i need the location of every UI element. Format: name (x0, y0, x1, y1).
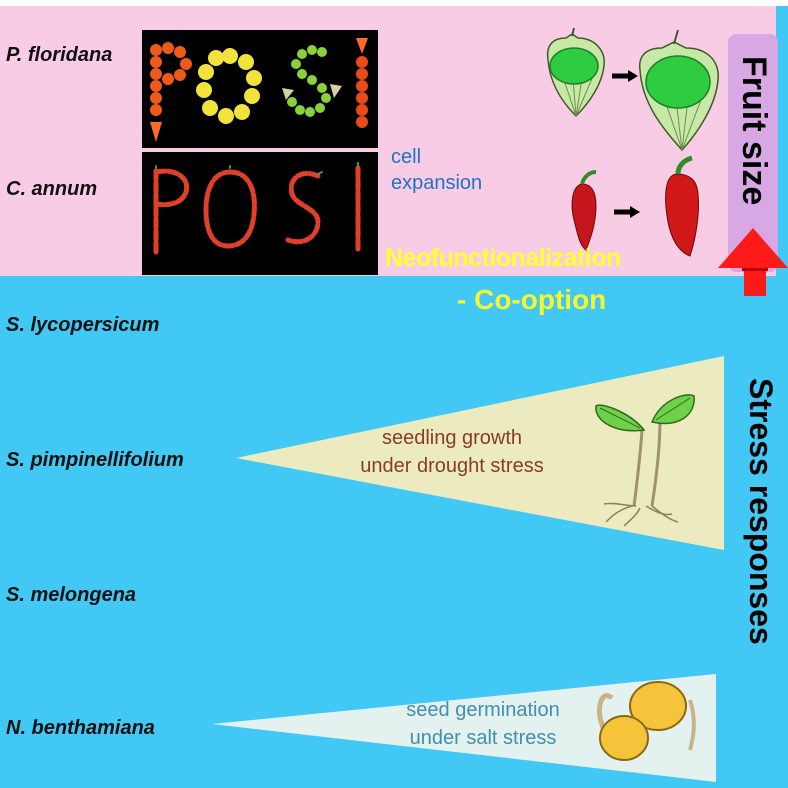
salt-line2: under salt stress (409, 727, 557, 749)
salt-triangle (212, 674, 716, 782)
drought-line2: under drought stress (360, 455, 544, 477)
up-arrow-icon (718, 228, 788, 296)
cooption-label: - Co-option (457, 284, 607, 315)
top-border (0, 0, 788, 6)
photo-pepper-posi (142, 152, 378, 275)
cell-expansion-line2: expansion (391, 172, 483, 194)
pepper-large (665, 155, 699, 257)
species-label-n-benthamiana: N. benthamiana (6, 717, 155, 739)
fruit-size-label: Fruit size (735, 56, 773, 206)
pepper-posi-letters (153, 162, 361, 255)
pepper-small (571, 170, 597, 251)
neofunctionalization-label: Neofunctionalization (385, 244, 621, 272)
stress-responses-label-wrap: Stress responses (740, 378, 788, 718)
drought-line1: seedling growth (381, 427, 523, 449)
physalis-fruit-large (638, 29, 719, 152)
drought-stress-text: seedling growth under drought stress (342, 424, 562, 480)
species-label-p-floridana: P. floridana (6, 44, 113, 66)
germinating-seed-icon (597, 681, 696, 761)
right-arrow-icon-2 (614, 206, 640, 218)
seedling-icon (595, 394, 695, 527)
fruit-size-bar (728, 34, 778, 272)
species-label-s-pimpinellifolium: S. pimpinellifolium (6, 449, 184, 471)
cell-expansion-label: cell expansion (391, 144, 482, 196)
salt-line1: seed germination (406, 699, 560, 721)
drought-triangle (236, 356, 724, 550)
salt-stress-text: seed germination under salt stress (378, 696, 588, 752)
species-label-c-annum: C. annum (6, 178, 98, 200)
right-arrow-icon (612, 70, 638, 82)
cell-expansion-line1: cell (391, 146, 422, 168)
fruit-size-label-wrap: Fruit size (730, 44, 778, 244)
physalis-posi-letters (150, 38, 368, 142)
species-label-s-melongena: S. melongena (6, 584, 137, 606)
physalis-fruit-small (546, 27, 605, 118)
stress-responses-label: Stress responses (743, 378, 779, 645)
species-label-s-lycopersicum: S. lycopersicum (6, 314, 160, 336)
